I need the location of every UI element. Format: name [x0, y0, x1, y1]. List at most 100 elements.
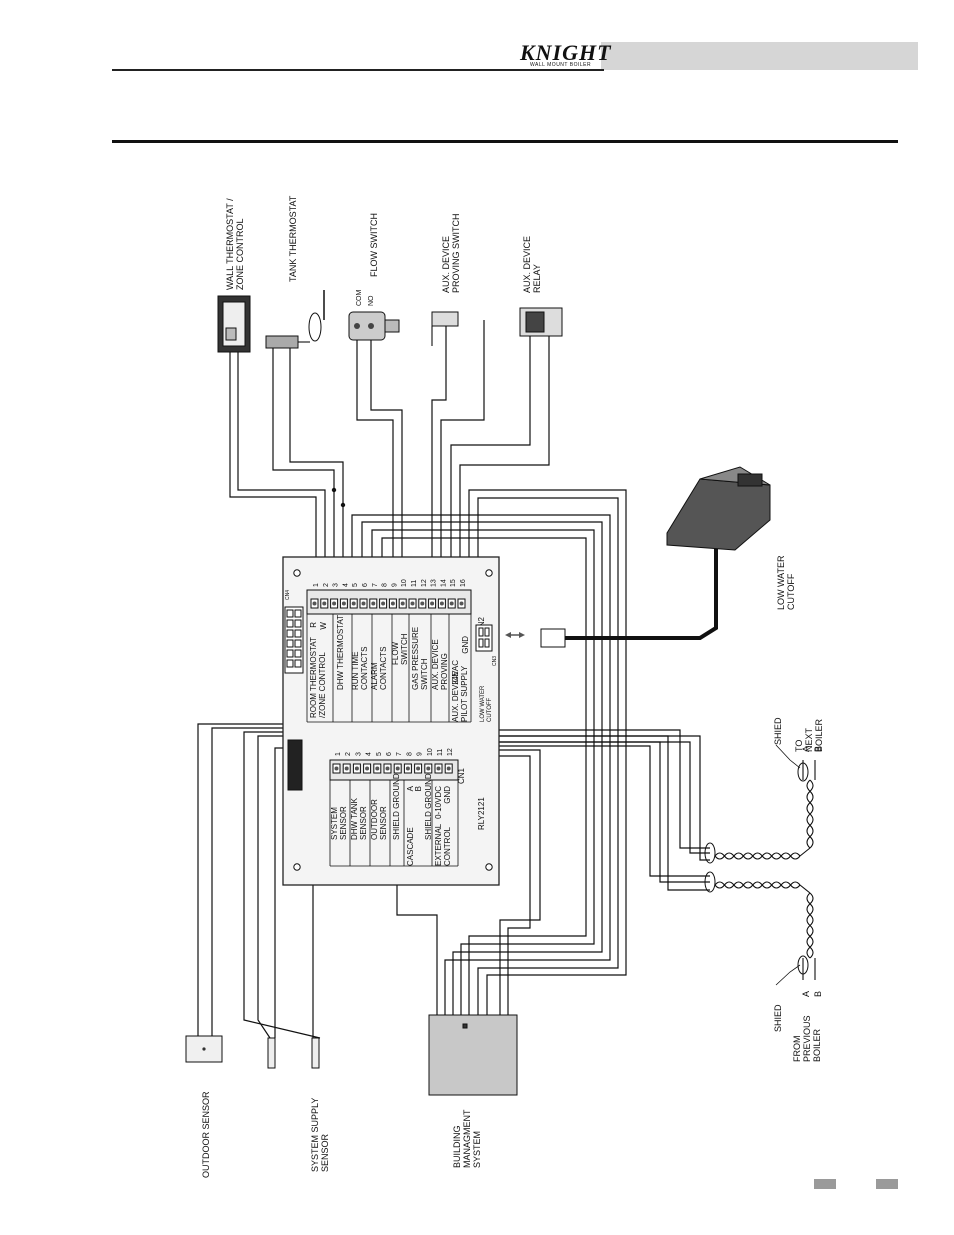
- cn2-pin-number: 7: [372, 583, 379, 587]
- cn1-screw: [334, 766, 339, 771]
- wire-junction: [340, 502, 346, 508]
- cn2-screw: [420, 601, 425, 606]
- cn2-pin-number: 11: [411, 580, 418, 587]
- cn1-label-0-10vdc: 0-10VDC: [434, 786, 443, 819]
- cn2-label-flow-switch: SWITCH: [400, 633, 409, 665]
- label-b-bottom: B: [813, 991, 823, 997]
- cn1-screw: [426, 766, 431, 771]
- label-from-previous-boiler: FROM: [792, 1036, 802, 1063]
- cn4-pin: [286, 629, 294, 638]
- header-rule: [112, 69, 604, 71]
- cn2-pin-number: 13: [431, 579, 438, 587]
- twisted-pair-next-vertical-b: [806, 779, 814, 849]
- cn1-pin-number: 1: [335, 752, 342, 756]
- cn1-screw: [405, 766, 410, 771]
- wire-alarm-1: [371, 529, 595, 1015]
- cascade-shield-bottom: [797, 955, 809, 975]
- label-aux-relay: AUX. DEVICE: [522, 236, 532, 293]
- cn1-label-cascade: CASCADE: [406, 827, 415, 866]
- cn1-screw: [375, 766, 380, 771]
- wire-flow-com: [356, 340, 394, 590]
- lwco-pin: [478, 638, 484, 648]
- cn1-pin-number: 5: [376, 752, 383, 756]
- cn2-screw: [381, 601, 386, 606]
- cn1-pin-number: 7: [396, 752, 403, 756]
- cn2-label-alarm: CONTACTS: [379, 647, 388, 690]
- section-rule: [112, 140, 898, 143]
- label-flow-com: COM: [356, 290, 363, 307]
- label-to-next-boiler: BOILER: [814, 718, 824, 752]
- label-system-supply-sensor: SENSOR: [320, 1133, 330, 1172]
- cn2-label-24vac: 24VAC: [451, 660, 460, 685]
- cn1-label-dhw: SENSOR: [359, 806, 368, 840]
- shield-leader-top: [775, 744, 801, 769]
- cn3-label: CN3: [492, 656, 498, 666]
- cn1-label: CN1: [457, 767, 466, 784]
- cn1-label-outdoor: SENSOR: [379, 806, 388, 840]
- cn4-pin: [294, 619, 302, 628]
- wire-flow-no: [370, 340, 403, 590]
- cable-bend-next: [799, 847, 811, 857]
- system-supply-sensor-left: [267, 1037, 276, 1069]
- cn5-connector: [287, 739, 303, 791]
- cascade-shield-top: [797, 762, 809, 782]
- cn2-screw: [332, 601, 337, 606]
- cn2-screw: [390, 601, 395, 606]
- cn1-label-external: EXTERNAL: [434, 823, 443, 866]
- flow-switch-com-terminal: [354, 323, 360, 329]
- twisted-pair-prev-horizontal-b: [714, 881, 801, 889]
- tank-thermostat-body: [265, 335, 299, 349]
- cn2-label-gnd: GND: [461, 636, 470, 654]
- cn2-label-room-thermostat: ROOM THERMOSTAT: [309, 637, 318, 718]
- cn2-pin-number: 12: [421, 579, 428, 587]
- label-low-water-cutoff: CUTOFF: [786, 573, 796, 610]
- cn4-pin: [286, 609, 294, 618]
- building-management-box: [428, 1014, 518, 1096]
- device-group: [185, 290, 809, 1096]
- cn1-screw: [416, 766, 421, 771]
- cn2-pin-number: 9: [391, 583, 398, 587]
- footer-marker-right: [876, 1179, 898, 1189]
- board-lwco-label: LOW WATER: [480, 685, 486, 722]
- cn4-pin: [286, 619, 294, 628]
- bms-indicator: [462, 1023, 468, 1029]
- label-wall-thermostat: ZONE CONTROL: [235, 218, 245, 290]
- lwco-pin: [478, 627, 484, 637]
- cn1-screw: [385, 766, 390, 771]
- cn2-label-alarm: ALARM: [370, 662, 379, 690]
- label-low-water-cutoff: LOW WATER: [776, 555, 786, 610]
- cn2-pin-number: 6: [362, 583, 369, 587]
- cn4-pin: [294, 659, 302, 668]
- cn1-pin-number: 11: [437, 749, 444, 756]
- label-aux-proving: PROVING SWITCH: [451, 213, 461, 293]
- cn2-label-room-thermostat: /ZONE CONTROL: [318, 652, 327, 718]
- cn1-pin-number: 3: [355, 752, 362, 756]
- lwco-pin: [484, 627, 490, 637]
- wire-proving-1: [431, 319, 447, 590]
- label-flow-no: NO: [368, 295, 375, 306]
- wire-thermostat-r: [229, 352, 317, 590]
- cn2-screw: [430, 601, 435, 606]
- cn1-screw: [395, 766, 400, 771]
- cn1-pin-number: 6: [386, 752, 393, 756]
- cn2-screw: [371, 601, 376, 606]
- cn1-label-system: SYSTEM: [330, 807, 339, 840]
- cn2-label-aux-proving: AUX. DEVICE: [431, 639, 440, 690]
- cn1-screw: [436, 766, 441, 771]
- cn2-label-run-time: CONTACTS: [360, 647, 369, 690]
- cn2-label-aux-pilot: AUX. DEVICE: [451, 671, 460, 722]
- label-from-previous-boiler: BOILER: [812, 1028, 822, 1062]
- logo-subtitle: WALL MOUNT BOILER: [530, 62, 592, 68]
- cn2-label-dhw-thermostat: DHW THERMOSTAT: [336, 615, 345, 690]
- cn4-pin: [294, 609, 302, 618]
- cn1-label-shield-ground: SHIELD GROUND: [392, 773, 401, 840]
- wire-alarm-2: [381, 537, 587, 1015]
- label-shield-top: SHIED: [773, 717, 783, 745]
- cn2-pin-number: 5: [352, 583, 359, 587]
- cn1-label-system: SENSOR: [339, 806, 348, 840]
- wire-lwco-cable: [560, 548, 718, 640]
- label-from-previous-boiler: PREVIOUS: [802, 1015, 812, 1062]
- cn1-screw: [354, 766, 359, 771]
